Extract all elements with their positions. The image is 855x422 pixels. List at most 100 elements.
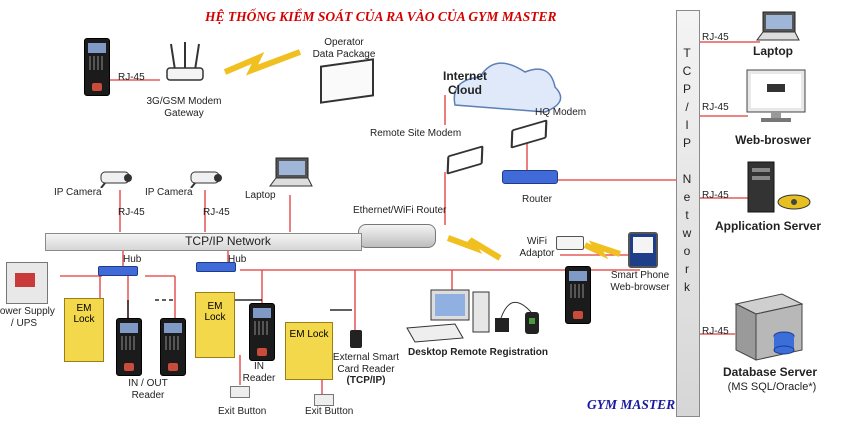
brand-label: GYM MASTER bbox=[587, 397, 676, 412]
wifi-adaptor-line2: Adaptor bbox=[519, 247, 555, 259]
vertical-network-char: k bbox=[684, 280, 690, 294]
in-reader-label: IN Reader bbox=[243, 361, 276, 384]
in-reader-line1: IN bbox=[254, 361, 264, 372]
power-line2: / UPS bbox=[10, 317, 38, 329]
gsm-label: 3G/GSM Modem Gateway bbox=[146, 96, 221, 119]
wifi-adaptor-line1: WiFi bbox=[527, 236, 547, 247]
laptop-left-label: Laptop bbox=[245, 190, 276, 201]
operator-label: Operator Data Package bbox=[313, 37, 376, 60]
vertical-network-char: w bbox=[682, 226, 692, 240]
power-supply-label: Power Supply / UPS bbox=[0, 306, 55, 329]
server-icon bbox=[747, 161, 811, 213]
operator-line1: Operator bbox=[324, 37, 364, 48]
right-rj45-3: RJ-45 bbox=[702, 190, 729, 201]
vertical-network-char: P bbox=[682, 136, 691, 150]
in-out-reader-label: IN / OUT Reader bbox=[128, 378, 167, 401]
wifi-router-icon bbox=[166, 42, 204, 81]
right-device-laptop: Laptop bbox=[753, 44, 793, 58]
smartphone-line2: Web-browser bbox=[610, 281, 670, 293]
vertical-network-char: I bbox=[685, 118, 689, 132]
in-out-line2: Reader bbox=[131, 389, 165, 401]
power-supply-icon bbox=[6, 262, 48, 304]
vertical-network-char: / bbox=[685, 100, 689, 114]
card-reader-icon bbox=[350, 330, 362, 348]
hub-label-2: Hub bbox=[228, 254, 247, 265]
vertical-network-char: T bbox=[683, 46, 691, 60]
gsm-line2: Gateway bbox=[164, 107, 204, 119]
vertical-network-char: o bbox=[683, 244, 691, 258]
internet-cloud-label: Internet Cloud bbox=[442, 69, 488, 98]
in-reader-line2: Reader bbox=[242, 372, 276, 384]
hub-icon bbox=[98, 266, 138, 276]
em-lock-label-3: EM Lock bbox=[289, 329, 329, 340]
smartphone-line1: Smart Phone bbox=[610, 270, 670, 281]
vertical-network-bar bbox=[676, 10, 700, 417]
right-device-db: Database Server bbox=[722, 365, 818, 379]
right-device-db-sub: (MS SQL/Oracle*) bbox=[727, 381, 817, 393]
right-device-web: Web-broswer bbox=[735, 133, 811, 147]
right-rj45-4: RJ-45 bbox=[702, 326, 729, 337]
internet-label-line2: Cloud bbox=[447, 82, 482, 97]
smartphone-label: Smart Phone Web-browser bbox=[610, 270, 669, 293]
tcp-ip-network-label: TCP/IP Network bbox=[185, 234, 271, 248]
ip-camera-icon bbox=[190, 171, 222, 188]
fingerprint-terminal-icon bbox=[116, 318, 142, 376]
power-line1: Power Supply bbox=[0, 306, 55, 317]
hq-modem-label: HQ Modem bbox=[535, 107, 587, 118]
laptop-icon bbox=[269, 157, 313, 187]
ip-camera-rj45-2: RJ-45 bbox=[203, 207, 230, 218]
wifi-router-icon bbox=[358, 224, 436, 248]
vertical-network-char: r bbox=[685, 262, 689, 276]
vertical-network-char: C bbox=[682, 64, 692, 78]
fingerprint-terminal-icon bbox=[160, 318, 186, 376]
ext-reader-line2: Card Reader bbox=[337, 363, 395, 375]
in-out-line1: IN / OUT bbox=[128, 378, 168, 389]
router-icon bbox=[502, 170, 558, 184]
wifi-adaptor-label: WiFi Adaptor bbox=[519, 236, 554, 259]
desktop-reg-label: Desktop Remote Registration bbox=[408, 347, 549, 358]
gsm-rj45: RJ-45 bbox=[118, 72, 145, 83]
remote-modem-label: Remote Site Modem bbox=[370, 128, 462, 139]
hub-label-1: Hub bbox=[123, 254, 142, 265]
hub-icon bbox=[196, 262, 236, 272]
vertical-network-char: N bbox=[682, 172, 692, 186]
exit-button-icon bbox=[230, 386, 250, 398]
right-rj45-2: RJ-45 bbox=[702, 102, 729, 113]
router-label: Router bbox=[522, 194, 553, 205]
smartphone-icon bbox=[628, 232, 658, 268]
ext-reader-line1: External Smart bbox=[332, 352, 400, 363]
em-lock-icon: EM Lock bbox=[195, 292, 235, 358]
em-lock-label-1: EM Lock bbox=[73, 303, 95, 325]
gsm-line1: 3G/GSM Modem bbox=[146, 96, 222, 107]
internet-label-line1: Internet bbox=[442, 69, 488, 83]
vertical-network-char: t bbox=[685, 208, 689, 222]
right-rj45-1: RJ-45 bbox=[702, 32, 729, 43]
fingerprint-terminal-icon bbox=[84, 38, 110, 96]
fingerprint-terminal-icon bbox=[249, 303, 275, 361]
exit-button-icon bbox=[314, 394, 334, 406]
vertical-network-char: e bbox=[683, 190, 691, 204]
ip-camera-label-1: IP Camera bbox=[54, 187, 102, 198]
tcp-ip-network-bar bbox=[45, 233, 362, 251]
vertical-network-char bbox=[680, 154, 694, 172]
diagram-title: HỆ THỐNG KIỂM SOÁT CỦA RA VÀO CỦA GYM MA… bbox=[205, 9, 557, 24]
wifi-router-icon bbox=[556, 236, 584, 250]
monitor-icon bbox=[746, 69, 806, 122]
exit-button-label-2: Exit Button bbox=[305, 406, 354, 417]
ext-reader-line3: (TCP/IP) bbox=[346, 375, 386, 386]
fingerprint-terminal-icon bbox=[565, 266, 591, 324]
ip-camera-label-2: IP Camera bbox=[145, 187, 193, 198]
ip-camera-icon bbox=[100, 171, 132, 188]
em-lock-label-2: EM Lock bbox=[204, 301, 226, 323]
laptop-icon bbox=[756, 11, 800, 41]
exit-button-label-1: Exit Button bbox=[218, 406, 267, 417]
ip-camera-rj45-1: RJ-45 bbox=[118, 207, 145, 218]
ext-reader-label: External Smart Card Reader (TCP/IP) bbox=[333, 352, 399, 387]
vertical-network-char: P bbox=[682, 82, 691, 96]
em-lock-icon: EM Lock bbox=[285, 322, 333, 380]
right-device-app: Application Server bbox=[714, 219, 822, 233]
wifi-router-label: Ethernet/WiFi Router bbox=[353, 205, 447, 216]
